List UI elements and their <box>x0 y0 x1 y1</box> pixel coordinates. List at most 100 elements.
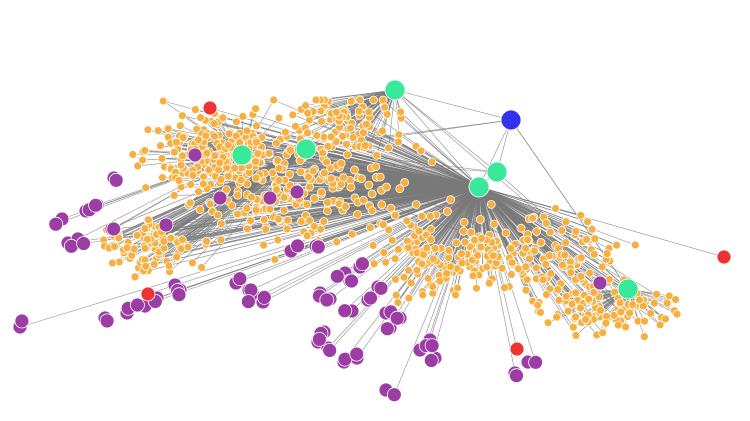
orange-node <box>646 308 655 318</box>
orange-node <box>525 254 534 264</box>
orange-node <box>265 204 275 214</box>
edge <box>239 186 480 279</box>
orange-node <box>194 187 203 197</box>
orange-node <box>196 113 206 123</box>
orange-node <box>347 229 357 239</box>
hub-node <box>384 79 406 101</box>
edge <box>399 186 480 319</box>
orange-node <box>163 124 173 134</box>
orange-node <box>338 131 348 141</box>
orange-node <box>561 291 571 301</box>
orange-node <box>404 243 413 253</box>
orange-node <box>279 193 289 202</box>
edge <box>478 186 516 374</box>
orange-node <box>442 207 452 216</box>
orange-node <box>460 237 470 247</box>
orange-node <box>233 190 243 200</box>
edge <box>305 148 498 173</box>
orange-node <box>142 234 152 244</box>
orange-node <box>466 228 476 237</box>
purple-node <box>329 268 345 284</box>
orange-node <box>551 204 560 213</box>
orange-node <box>367 189 377 199</box>
orange-node <box>133 161 143 171</box>
orange-node <box>530 246 539 256</box>
orange-node <box>175 121 185 131</box>
orange-node <box>296 167 306 177</box>
orange-node <box>318 148 328 158</box>
orange-node <box>393 244 403 254</box>
orange-node <box>553 285 563 295</box>
orange-node <box>291 121 300 131</box>
orange-node <box>273 214 283 224</box>
orange-node <box>521 285 531 295</box>
orange-node <box>172 252 182 262</box>
orange-node <box>269 95 279 105</box>
purple-node <box>256 289 272 305</box>
orange-node <box>563 306 573 316</box>
orange-node <box>108 258 117 268</box>
orange-node <box>246 216 256 226</box>
orange-node <box>640 316 649 326</box>
edge <box>365 89 396 146</box>
orange-node <box>536 307 545 317</box>
purple-node <box>379 321 395 337</box>
orange-node <box>400 177 410 187</box>
hub-node <box>617 278 639 300</box>
orange-node <box>390 254 400 264</box>
orange-node <box>446 195 456 205</box>
orange-node <box>357 174 366 184</box>
orange-node <box>476 242 486 252</box>
orange-node <box>197 263 207 272</box>
purple-node <box>509 368 524 384</box>
orange-node <box>326 132 336 142</box>
orange-node <box>188 258 197 268</box>
orange-node <box>615 298 625 308</box>
edge <box>478 186 636 246</box>
orange-node <box>149 259 159 269</box>
orange-node <box>582 235 591 244</box>
purple-node <box>349 346 365 362</box>
orange-node <box>561 217 571 227</box>
orange-node <box>216 174 226 184</box>
orange-node <box>336 158 346 168</box>
orange-node <box>209 119 219 128</box>
orange-node <box>395 184 405 194</box>
orange-node <box>391 290 401 300</box>
orange-node <box>251 205 261 215</box>
edge <box>394 89 629 290</box>
orange-node <box>576 253 586 263</box>
orange-node <box>583 217 592 227</box>
orange-node <box>428 254 438 264</box>
purple-node <box>386 387 402 403</box>
purple-node <box>592 275 608 291</box>
orange-node <box>544 251 554 261</box>
orange-node <box>426 224 436 234</box>
purple-node <box>48 216 64 232</box>
orange-node <box>169 147 179 157</box>
hub-node <box>231 144 253 166</box>
orange-node <box>566 268 576 277</box>
purple-node <box>389 310 405 326</box>
orange-node <box>371 162 381 172</box>
orange-node <box>231 117 241 127</box>
purple-node <box>528 354 543 370</box>
orange-node <box>546 268 556 278</box>
hub-node <box>295 138 317 160</box>
orange-node <box>216 219 226 229</box>
orange-node <box>284 169 294 179</box>
orange-node <box>514 264 523 274</box>
orange-node <box>597 262 607 272</box>
orange-node <box>649 298 659 308</box>
orange-node <box>247 192 256 202</box>
orange-node <box>322 157 332 167</box>
orange-node <box>190 105 200 114</box>
orange-node <box>662 298 672 308</box>
orange-node <box>367 206 377 216</box>
node-layer <box>12 79 732 403</box>
edge <box>370 186 480 299</box>
orange-node <box>558 260 567 270</box>
orange-node <box>174 175 184 185</box>
orange-node <box>482 262 492 272</box>
edge <box>394 89 498 173</box>
